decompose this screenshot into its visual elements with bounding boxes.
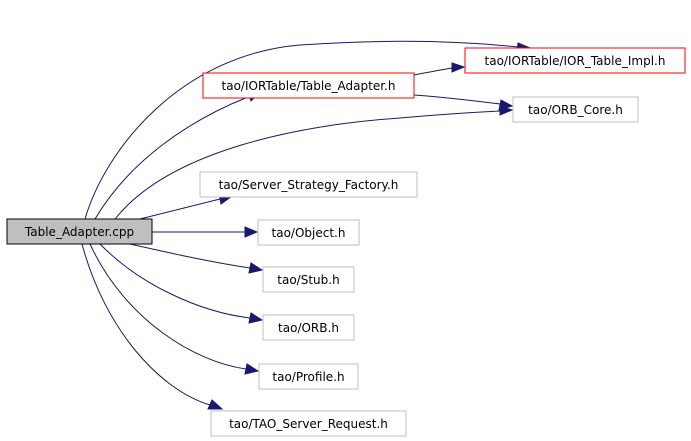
node-label: tao/Server_Strategy_Factory.h bbox=[219, 178, 399, 192]
edge-table-adapter-h-to-orb-core bbox=[413, 94, 501, 105]
node-label: tao/Object.h bbox=[272, 226, 346, 240]
edge-root-to-object-arrow bbox=[244, 226, 259, 238]
node-tao-server-request[interactable]: tao/TAO_Server_Request.h bbox=[210, 410, 407, 437]
edge-table-adapter-h-to-orb-core-arrow bbox=[498, 99, 514, 111]
node-server-strategy-factory[interactable]: tao/Server_Strategy_Factory.h bbox=[199, 171, 418, 198]
edge-table-adapter-h-to-ior-table-impl bbox=[413, 67, 453, 76]
edge-root-to-tao-server-request-arrow bbox=[207, 399, 224, 410]
node-profile[interactable]: tao/Profile.h bbox=[258, 363, 359, 390]
edge-root-to-table-adapter-h bbox=[94, 96, 249, 220]
node-stub[interactable]: tao/Stub.h bbox=[262, 266, 355, 293]
edge-root-to-stub-arrow bbox=[248, 262, 264, 274]
node-label: tao/Profile.h bbox=[272, 370, 344, 384]
node-ior-table-impl[interactable]: tao/IORTable/IOR_Table_Impl.h bbox=[464, 47, 686, 74]
edge-root-to-orb-core bbox=[114, 110, 501, 220]
node-label: tao/IORTable/Table_Adapter.h bbox=[222, 79, 396, 93]
node-label: tao/IORTable/IOR_Table_Impl.h bbox=[485, 54, 666, 68]
node-orb[interactable]: tao/ORB.h bbox=[262, 314, 355, 341]
node-label: tao/TAO_Server_Request.h bbox=[229, 417, 388, 431]
node-table-adapter-cpp[interactable]: Table_Adapter.cpp bbox=[6, 218, 153, 245]
edge-root-to-ior-table-impl bbox=[84, 40, 519, 220]
edge-table-adapter-h-to-ior-table-impl-arrow bbox=[451, 62, 466, 73]
node-table-adapter-h[interactable]: tao/IORTable/Table_Adapter.h bbox=[202, 72, 415, 99]
node-label: tao/ORB_Core.h bbox=[528, 103, 623, 117]
edge-root-to-profile bbox=[89, 243, 247, 370]
edge-root-to-orb bbox=[99, 243, 251, 319]
edge-root-to-profile-arrow bbox=[244, 363, 260, 375]
node-label: tao/Stub.h bbox=[277, 273, 339, 287]
nodes: Table_Adapter.cpp tao/IORTable/IOR_Table… bbox=[6, 47, 686, 437]
edge-root-to-stub bbox=[129, 243, 251, 269]
node-label: Table_Adapter.cpp bbox=[24, 225, 134, 239]
node-orb-core[interactable]: tao/ORB_Core.h bbox=[512, 96, 639, 123]
edge-root-to-tao-server-request bbox=[81, 243, 211, 406]
edge-root-to-server-strategy-factory bbox=[139, 198, 221, 220]
edge-root-to-orb-arrow bbox=[248, 312, 264, 324]
node-label: tao/ORB.h bbox=[278, 321, 339, 335]
node-object[interactable]: tao/Object.h bbox=[257, 219, 360, 246]
